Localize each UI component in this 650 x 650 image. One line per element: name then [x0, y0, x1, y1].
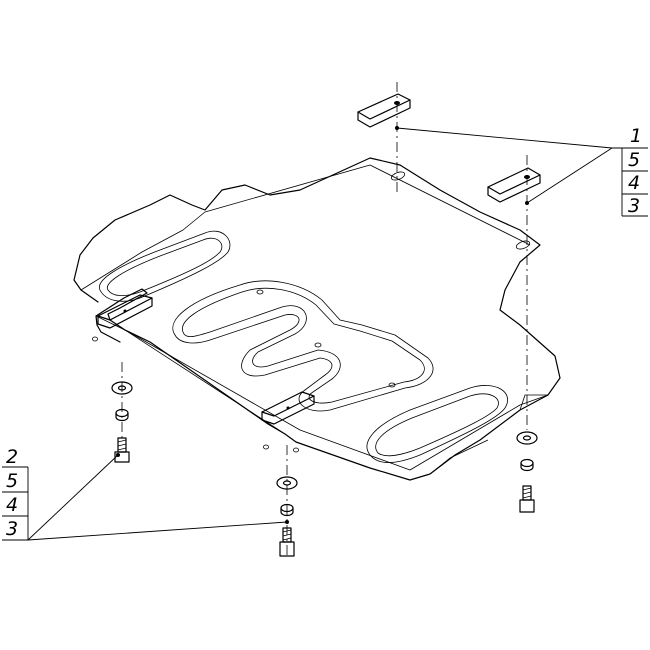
callout-right-3: 4 [628, 172, 640, 194]
leader-lines-right [395, 126, 613, 205]
leader-lines-left [27, 453, 289, 541]
plate-holes [92, 171, 531, 453]
skid-plate [73, 157, 561, 481]
serpentine-recess [172, 280, 434, 412]
front-bracket-right [261, 391, 315, 425]
hole-6 [293, 447, 299, 453]
callout-stack-right: 1 5 4 3 [612, 125, 648, 217]
mount-plate-1 [357, 93, 411, 128]
mount-plate-2 [487, 167, 541, 203]
hole-3 [388, 382, 396, 388]
fastener-stack-front-right [276, 476, 298, 557]
hole-1 [256, 289, 264, 295]
hole-5 [263, 444, 269, 450]
callout-left-4: 3 [6, 518, 18, 540]
front-oval-recess [98, 230, 231, 302]
fastener-stack-front-left [111, 381, 133, 463]
rear-oval-recess [366, 385, 508, 463]
callout-left-2: 5 [6, 470, 18, 492]
mount-slot-rear-right [515, 240, 531, 250]
callout-right-4: 3 [628, 195, 640, 217]
front-bracket-left [97, 294, 153, 329]
fastener-stack-rear-right [516, 431, 538, 513]
callout-left-1: 2 [6, 446, 18, 468]
assembly-axes [121, 82, 528, 555]
mount-slot-rear-left [390, 171, 406, 181]
callout-right-2: 5 [628, 149, 640, 171]
hole-2 [314, 342, 322, 348]
hole-4 [92, 336, 98, 342]
callout-right-1: 1 [630, 125, 642, 147]
callout-left-3: 4 [6, 494, 18, 516]
callout-stack-left: 2 5 4 3 [2, 446, 29, 541]
